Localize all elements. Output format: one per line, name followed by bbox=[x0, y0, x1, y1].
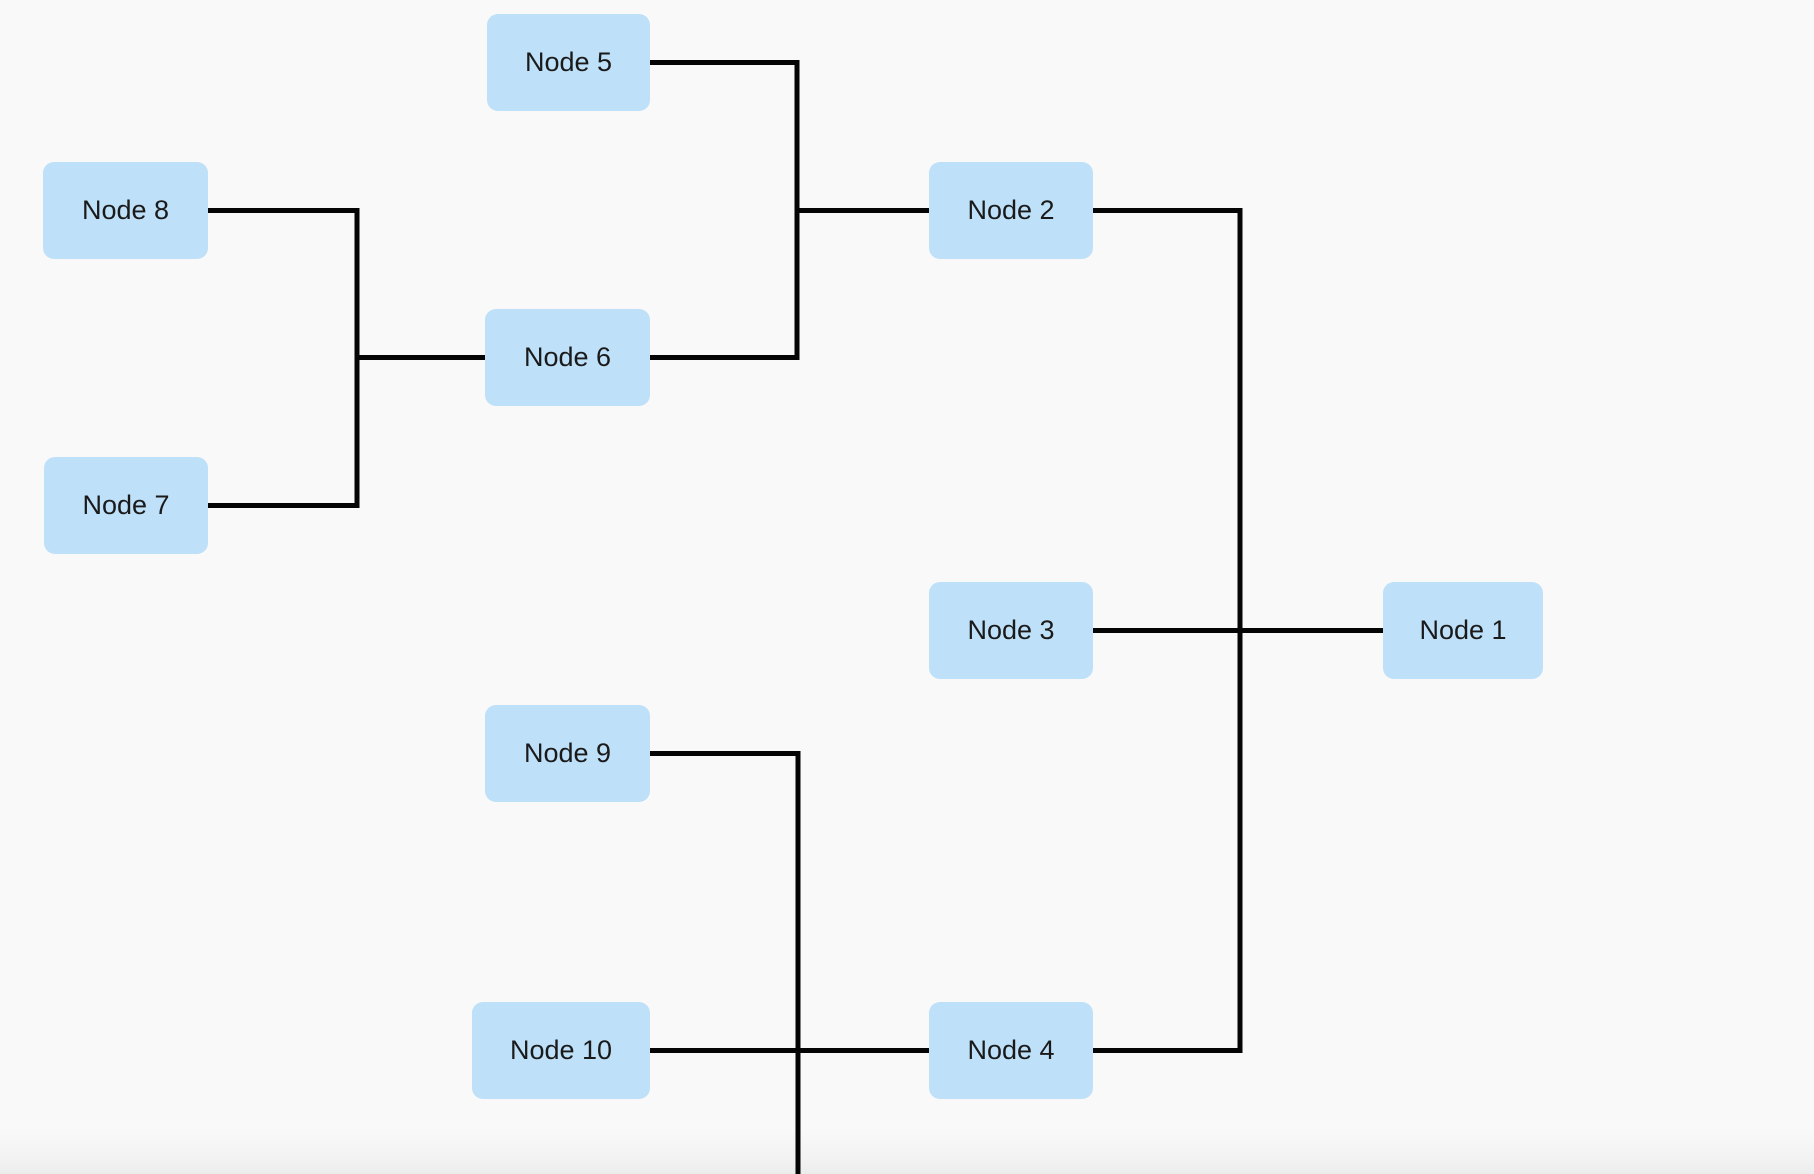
node-label: Node 3 bbox=[967, 615, 1055, 645]
node-7[interactable]: Node 7 bbox=[44, 457, 208, 554]
node-label: Node 2 bbox=[967, 195, 1055, 225]
node-label: Node 7 bbox=[82, 490, 170, 520]
node-4[interactable]: Node 4 bbox=[929, 1002, 1093, 1099]
node-3[interactable]: Node 3 bbox=[929, 582, 1093, 679]
edge-6-8 bbox=[208, 208, 485, 360]
node-10[interactable]: Node 10 bbox=[472, 1002, 650, 1099]
node-1[interactable]: Node 1 bbox=[1383, 582, 1543, 679]
node-label: Node 10 bbox=[509, 1035, 613, 1065]
node-label: Node 8 bbox=[81, 195, 170, 225]
node-8[interactable]: Node 8 bbox=[43, 162, 208, 259]
node-label: Node 5 bbox=[524, 47, 613, 77]
node-6[interactable]: Node 6 bbox=[485, 309, 650, 406]
edge-4-9 bbox=[650, 751, 929, 1053]
node-label: Node 6 bbox=[523, 342, 612, 372]
edge-1-2 bbox=[1093, 208, 1383, 633]
edge-1-4 bbox=[1093, 628, 1383, 1053]
node-5[interactable]: Node 5 bbox=[487, 14, 650, 111]
node-label: Node 9 bbox=[523, 738, 612, 768]
node-label: Node 1 bbox=[1419, 615, 1507, 645]
node-9[interactable]: Node 9 bbox=[485, 705, 650, 802]
edge-2-5 bbox=[650, 60, 929, 213]
edge-2-6 bbox=[650, 208, 929, 360]
node-label: Node 4 bbox=[967, 1035, 1055, 1065]
edge-6-7 bbox=[208, 355, 485, 508]
node-2[interactable]: Node 2 bbox=[929, 162, 1093, 259]
